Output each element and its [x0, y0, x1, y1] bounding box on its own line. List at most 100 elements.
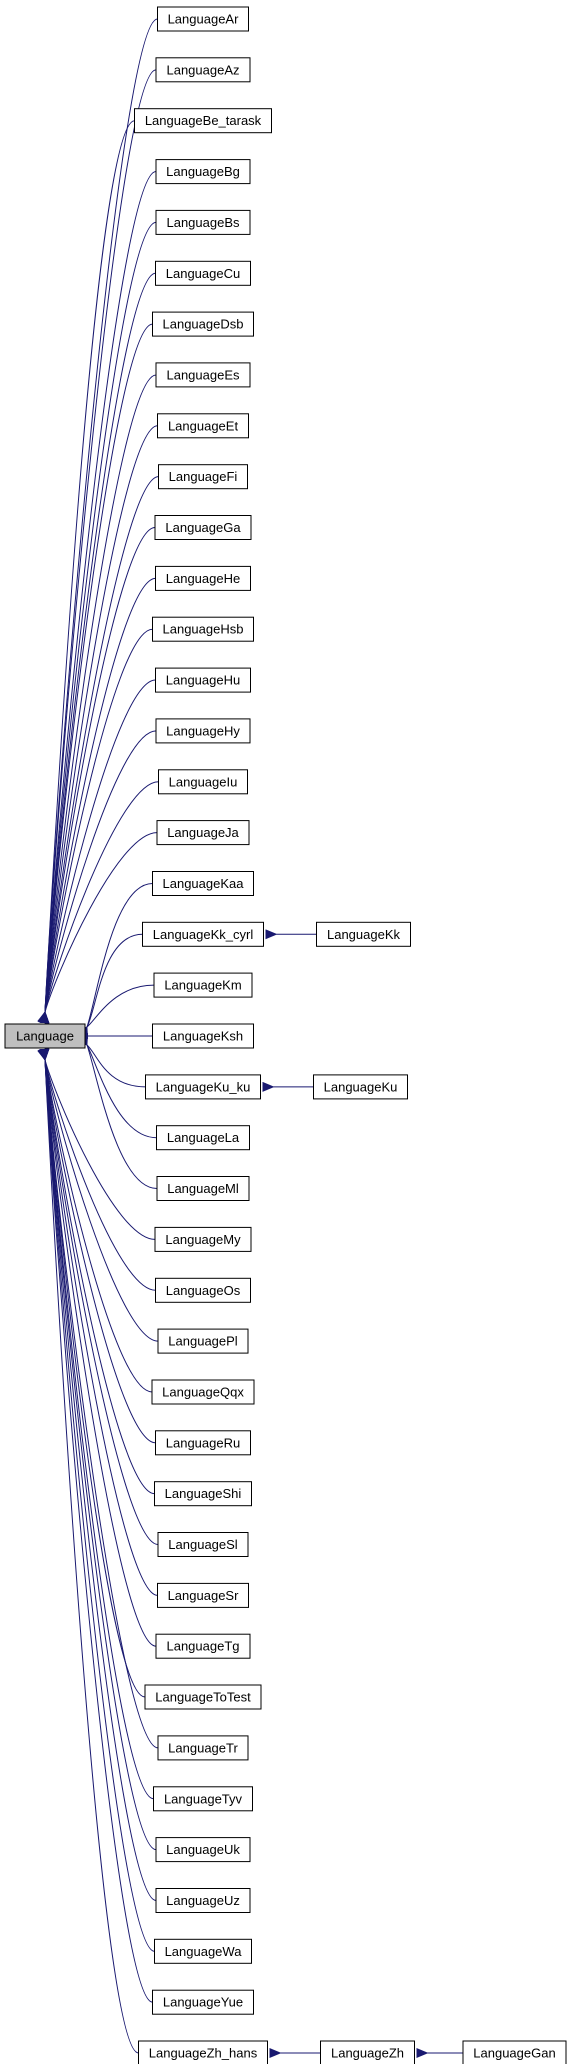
class-box	[158, 769, 248, 795]
class-node-languageiu[interactable]: LanguageIu	[158, 769, 248, 795]
class-node-languagega[interactable]: LanguageGa	[154, 515, 252, 540]
class-node-languageru[interactable]: LanguageRu	[155, 1430, 251, 1456]
class-box	[156, 820, 250, 846]
class-label: LanguageZh	[331, 2046, 404, 2061]
class-box	[155, 209, 251, 235]
class-node-languageyue[interactable]: LanguageYue	[152, 1989, 254, 2015]
class-node-languageet[interactable]: LanguageEt	[157, 413, 249, 439]
class-node-languagefi[interactable]: LanguageFi	[158, 464, 248, 490]
class-node-languagekm[interactable]: LanguageKm	[153, 972, 253, 998]
edge-languagefi-to-language	[38, 476, 159, 1024]
class-node-languagezh[interactable]: LanguageZh	[320, 2040, 415, 2064]
class-node-languagehsb[interactable]: LanguageHsb	[152, 616, 254, 642]
class-node-languageos[interactable]: LanguageOs	[155, 1277, 251, 1303]
class-label: LanguageDsb	[163, 317, 244, 332]
class-node-languageku[interactable]: LanguageKu	[313, 1074, 408, 1100]
class-node-languageqqx[interactable]: LanguageQqx	[151, 1379, 255, 1405]
class-node-languagegan[interactable]: LanguageGan	[462, 2040, 567, 2064]
class-node-languagear[interactable]: LanguageAr	[157, 6, 249, 32]
class-box	[156, 1125, 250, 1151]
class-node-languagetyv[interactable]: LanguageTyv	[153, 1786, 253, 1812]
class-label: LanguageKu_ku	[156, 1079, 251, 1094]
class-label: LanguageShi	[165, 1486, 242, 1501]
edge-languagetotest-to-language	[39, 1048, 146, 1698]
class-label: LanguageKk_cyrl	[153, 927, 254, 942]
class-node-languagetr[interactable]: LanguageTr	[157, 1735, 249, 1761]
edge-languagesl-to-language	[38, 1048, 159, 1545]
class-box	[153, 1786, 253, 1812]
class-node-languageaz[interactable]: LanguageAz	[155, 57, 251, 83]
class-box	[142, 921, 264, 947]
class-label: LanguageEt	[168, 418, 239, 433]
class-box	[155, 1888, 251, 1913]
class-label: LanguageHe	[166, 571, 240, 586]
class-box	[152, 311, 254, 337]
edge-languagekaa-to-language	[78, 882, 153, 1040]
edge-languagehy-to-language	[38, 730, 157, 1024]
class-label: LanguageOs	[166, 1283, 241, 1298]
edge-languageos-to-language	[37, 1048, 156, 1291]
class-node-languagetotest[interactable]: LanguageToTest	[144, 1684, 262, 1710]
edge-languagesr-to-language	[38, 1048, 158, 1596]
class-label: LanguageBg	[166, 164, 240, 179]
class-node-languagebs[interactable]: LanguageBs	[155, 209, 251, 235]
edge-languagepl-to-language	[38, 1048, 159, 1342]
class-node-languagehe[interactable]: LanguageHe	[155, 565, 251, 591]
edge-languageru-to-language	[38, 1048, 156, 1444]
class-node-languagezh-hans[interactable]: LanguageZh_hans	[138, 2040, 268, 2064]
class-box	[138, 2040, 268, 2064]
edge-languageja-to-language	[37, 832, 158, 1024]
edge-languageyue-to-language	[39, 1048, 153, 2003]
class-label: LanguageHy	[166, 723, 240, 738]
class-box	[155, 159, 251, 185]
class-box	[155, 565, 251, 591]
class-node-languagekk[interactable]: LanguageKk	[316, 921, 411, 947]
class-label: LanguageWa	[165, 1944, 243, 1959]
class-node-languageml[interactable]: LanguageMl	[156, 1176, 250, 1201]
edge-languageiu-to-language	[37, 781, 159, 1024]
class-box	[157, 1735, 249, 1761]
class-node-languageku-ku[interactable]: LanguageKu_ku	[145, 1074, 261, 1100]
class-node-language[interactable]: Language	[4, 1023, 86, 1049]
class-node-languagecu[interactable]: LanguageCu	[155, 260, 251, 286]
class-node-languagehy[interactable]: LanguageHy	[155, 718, 251, 744]
edge-languagekm-to-language	[75, 984, 155, 1038]
class-node-languagesl[interactable]: LanguageSl	[157, 1532, 249, 1557]
class-box	[144, 1684, 262, 1710]
class-node-languageksh[interactable]: LanguageKsh	[152, 1023, 254, 1049]
class-label: LanguageGan	[473, 2046, 555, 2061]
class-label: LanguageBs	[166, 215, 240, 230]
edge-languageet-to-language	[39, 425, 158, 1024]
class-node-languagela[interactable]: LanguageLa	[156, 1125, 250, 1151]
class-node-languagemy[interactable]: LanguageMy	[154, 1226, 252, 1252]
class-node-languageuk[interactable]: LanguageUk	[155, 1837, 251, 1863]
class-label: LanguageRu	[166, 1435, 240, 1450]
class-node-languagekk-cyrl[interactable]: LanguageKk_cyrl	[142, 921, 264, 947]
class-node-languageja[interactable]: LanguageJa	[156, 820, 250, 846]
class-label: LanguageUz	[166, 1893, 240, 1908]
class-node-languagebg[interactable]: LanguageBg	[155, 159, 251, 185]
class-box	[153, 972, 253, 998]
class-node-languagees[interactable]: LanguageEs	[155, 362, 251, 388]
class-node-languagekaa[interactable]: LanguageKaa	[152, 871, 254, 896]
class-box	[155, 1277, 251, 1303]
class-box	[155, 1430, 251, 1456]
class-box	[155, 1633, 251, 1659]
class-node-languageshi[interactable]: LanguageShi	[154, 1481, 252, 1507]
edge-languageshi-to-language	[38, 1048, 155, 1495]
class-node-languagewa[interactable]: LanguageWa	[154, 1938, 252, 1964]
class-box	[462, 2040, 567, 2064]
class-box	[155, 667, 251, 693]
class-node-languagesr[interactable]: LanguageSr	[157, 1582, 249, 1608]
class-node-languagetg[interactable]: LanguageTg	[155, 1633, 251, 1659]
class-node-languagedsb[interactable]: LanguageDsb	[152, 311, 254, 337]
class-box	[154, 1938, 252, 1964]
class-node-languagehu[interactable]: LanguageHu	[155, 667, 251, 693]
class-box	[157, 1532, 249, 1557]
class-node-languageuz[interactable]: LanguageUz	[155, 1888, 251, 1913]
class-label: LanguageSr	[168, 1588, 240, 1603]
class-box	[155, 57, 251, 83]
class-node-languagepl[interactable]: LanguagePl	[157, 1328, 249, 1354]
class-label: LanguageJa	[167, 825, 239, 840]
class-node-languagebe-tarask[interactable]: LanguageBe_tarask	[134, 108, 272, 134]
